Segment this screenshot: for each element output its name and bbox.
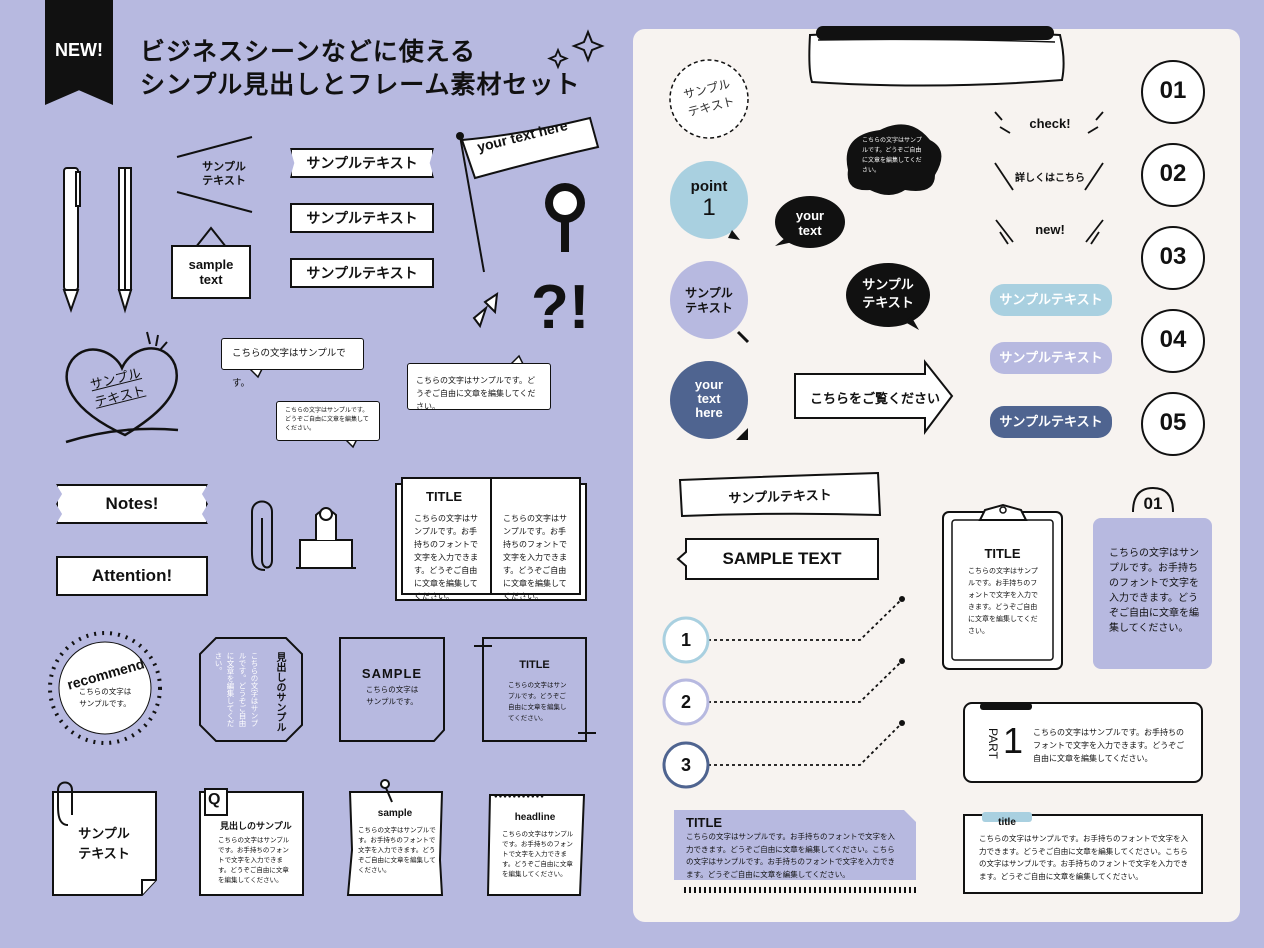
cloud-bubble-text: こちらの文字はサンプルです。どうぞご自由に文章を編集してください。 <box>862 138 922 174</box>
q-note-title: 見出しのサンプル <box>220 821 292 831</box>
sample-box-title: SAMPLE <box>361 666 423 681</box>
tab-box-body: こちらの文字はサンプルです。お手持ちのフォントで文字を入力できます。どうぞご自由… <box>979 834 1189 881</box>
magnifier-icon <box>545 183 585 252</box>
open-book-icon <box>395 477 587 601</box>
title-bar-title: TITLE <box>686 815 723 830</box>
your-text-bubble: your text <box>795 208 825 238</box>
clipboard-body: こちらの文字はサンプルです。お手持ちのフォントで文字を入力できます。どうぞご自由… <box>968 568 1038 635</box>
part-number: 1 <box>1003 720 1024 761</box>
accent-new: new! <box>1035 222 1065 237</box>
pen-icon <box>62 167 81 314</box>
heading-line-2: シンプル見出しとフレーム素材セット <box>140 71 581 99</box>
sample-box-body: こちらの文字は サンプルです。 <box>365 685 419 706</box>
step-1: 1 <box>680 630 691 650</box>
vertical-title: 見出しのサンプル <box>274 652 285 732</box>
q-note-body: こちらの文字はサンプルです。お手持ちのフォントで文字を入力できます。どうぞご自由… <box>218 837 290 884</box>
tab-box-title: title <box>998 817 1016 828</box>
black-bubble-text: サンプル テキスト <box>862 277 914 310</box>
sample-box-frame <box>339 637 445 742</box>
flag-icon <box>456 116 600 273</box>
point-number: 1 <box>702 194 716 221</box>
notebook-rings: ●●●●●●●●●●● <box>494 794 545 800</box>
book-title: TITLE <box>426 489 463 504</box>
vertical-body: こちらの文字はサンプルです。どうぞご自由に文章を編集してください。 <box>214 652 259 727</box>
lavender-box-body: こちらの文字はサンプルです。お手持ちのフォントで文字を入力できます。どうぞご自由… <box>1109 548 1199 634</box>
sample-text-frame: SAMPLE TEXT <box>722 549 842 568</box>
heart-frame-icon <box>65 331 179 444</box>
number-circle-01: 01 <box>1141 60 1205 124</box>
recommend-stamp-icon <box>48 631 162 745</box>
heading-line-1: ビジネスシーンなどに使える <box>140 38 477 66</box>
binder-clip-icon <box>296 507 356 569</box>
pencil-icon <box>117 167 133 314</box>
tab-number-01: 01 <box>1143 494 1163 513</box>
clipboard-title: TITLE <box>984 546 1021 561</box>
paperclip-icon <box>250 500 273 571</box>
book-right-text: こちらの文字はサンプルです。お手持ちのフォントで文字を入力できます。どうぞご自由… <box>503 514 567 601</box>
title-box-body: こちらの文字はサンプルです。どうぞご自由に文章を編集してください。 <box>508 682 567 722</box>
part-label: PART <box>986 728 1000 759</box>
banner-2: サンプルテキスト <box>290 203 434 233</box>
step-3: 3 <box>680 755 691 775</box>
book-left-text: こちらの文字はサンプルです。お手持ちのフォントで文字を入力できます。どうぞご自由… <box>414 514 478 601</box>
number-circle-04: 04 <box>1141 309 1205 373</box>
notes-banner: Notes! <box>56 484 208 524</box>
banner-1: サンプルテキスト <box>290 148 434 178</box>
number-circle-03: 03 <box>1141 226 1205 290</box>
lines-frame-text: サンプル テキスト <box>202 161 246 187</box>
banner-3: サンプルテキスト <box>290 258 434 288</box>
q-mark: Q <box>208 791 221 808</box>
title-bar-body: こちらの文字はサンプルです。お手持ちのフォントで文字を入力できます。どうぞご自由… <box>686 832 896 879</box>
hanging-sign: sample text <box>171 245 251 299</box>
pill-lavender: サンプルテキスト <box>990 342 1112 374</box>
page-heading: ビジネスシーンなどに使える シンプル見出しとフレーム素材セット <box>140 36 581 102</box>
octagon-frame <box>199 637 303 742</box>
navy-bubble-text: your text here <box>694 377 724 420</box>
recommend-body: こちらの文字は サンプルです。 <box>78 687 132 708</box>
step-2: 2 <box>680 692 691 712</box>
speech-bubble-2: こちらの文字はサンプルです。どうぞご自由に文章を編集してください。 <box>407 363 551 411</box>
pill-light-blue: サンプルテキスト <box>990 284 1112 316</box>
attention-banner: Attention! <box>56 556 208 596</box>
pill-navy: サンプルテキスト <box>990 406 1112 438</box>
clip-note-text: サンプル テキスト <box>78 826 130 861</box>
part-body: こちらの文字はサンプルです。お手持ちのフォントで文字を入力できます。どうぞご自由… <box>1033 728 1185 763</box>
point-label: point <box>690 178 728 195</box>
accent-check: check! <box>1029 116 1071 131</box>
notebook-title: headline <box>514 812 556 823</box>
arrow-text: こちらをご覧ください <box>810 391 941 406</box>
number-circle-02: 02 <box>1141 143 1205 207</box>
notebook-body: こちらの文字はサンプルです。お手持ちのフォントで文字を入力できます。どうぞご自由… <box>502 831 574 878</box>
number-circle-05: 05 <box>1141 392 1205 456</box>
accent-details: 詳しくはこちら <box>1015 173 1085 184</box>
pin-note-title: sample <box>377 808 413 819</box>
pin-note-body: こちらの文字はサンプルです。お手持ちのフォントで文字を入力できます。どうぞご自由… <box>358 827 436 874</box>
speech-bubble-3: こちらの文字はサンプルです。どうぞご自由に文章を編集してください。 <box>276 401 380 441</box>
title-box-title: TITLE <box>519 659 550 671</box>
question-exclaim-mark: ?! <box>531 273 590 342</box>
new-ribbon-badge: NEW! <box>45 0 113 105</box>
lavender-bubble-text: サンプル テキスト <box>685 286 733 315</box>
title-box-frame <box>482 637 587 742</box>
speech-bubble-1: こちらの文字はサンプルです。 <box>221 338 364 389</box>
